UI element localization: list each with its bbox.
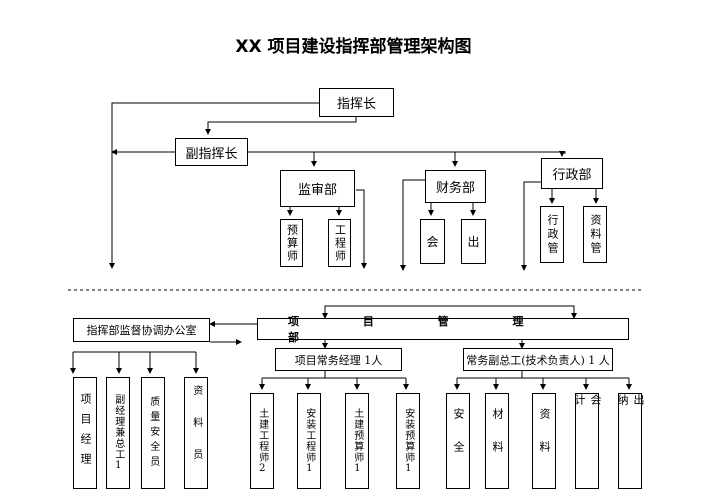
staff-documentation: 资料员 bbox=[184, 377, 208, 489]
staff-accounting: 会计 bbox=[573, 393, 602, 489]
deputy-commander-box: 副指挥长 bbox=[175, 138, 248, 166]
staff-materials: 材料 bbox=[485, 393, 509, 489]
admin-dept-box: 行政部 bbox=[541, 158, 603, 189]
supervision-office-box: 指挥部监督协调办公室 bbox=[73, 318, 210, 342]
budget-engineer-box: 预算师 bbox=[280, 219, 303, 267]
staff-install-engineer: 安装工程师1 bbox=[297, 393, 321, 489]
staff-install-budgeter: 安装预算师1 bbox=[396, 393, 420, 489]
staff-archives: 资料 bbox=[532, 393, 556, 489]
finance-dept-box: 财务部 bbox=[425, 170, 486, 203]
commander-box: 指挥长 bbox=[319, 88, 394, 117]
audit-dept-box: 监审部 bbox=[280, 170, 355, 207]
project-management-dept-label: 项 目 管 理 部 bbox=[288, 315, 554, 344]
engineer-box: 工程师 bbox=[328, 219, 351, 267]
exec-pm-box: 项目常务经理 1人 bbox=[275, 348, 402, 371]
accountant-box: 会 bbox=[420, 219, 445, 264]
staff-cashier: 出纳 bbox=[616, 393, 645, 489]
staff-deputy-manager: 副经理兼总工1 bbox=[106, 377, 130, 489]
staff-project-manager: 项目经理 bbox=[73, 377, 97, 489]
staff-quality-safety: 质量安全员 bbox=[141, 377, 165, 489]
admin-manager-box: 行政管 bbox=[540, 206, 564, 263]
staff-civil-engineer: 土建工程师2 bbox=[250, 393, 274, 489]
project-management-dept-box: 项 目 管 理 部 bbox=[257, 315, 629, 344]
chart-title: XX 项目建设指挥部管理架构图 bbox=[235, 37, 472, 57]
staff-safety: 安全 bbox=[446, 393, 470, 489]
cashier-box: 出 bbox=[461, 219, 486, 264]
archive-manager-box: 资料管 bbox=[583, 206, 607, 263]
staff-civil-budgeter: 土建预算师1 bbox=[345, 393, 369, 489]
deputy-chief-engineer-box: 常务副总工(技术负责人) 1 人 bbox=[463, 348, 613, 371]
